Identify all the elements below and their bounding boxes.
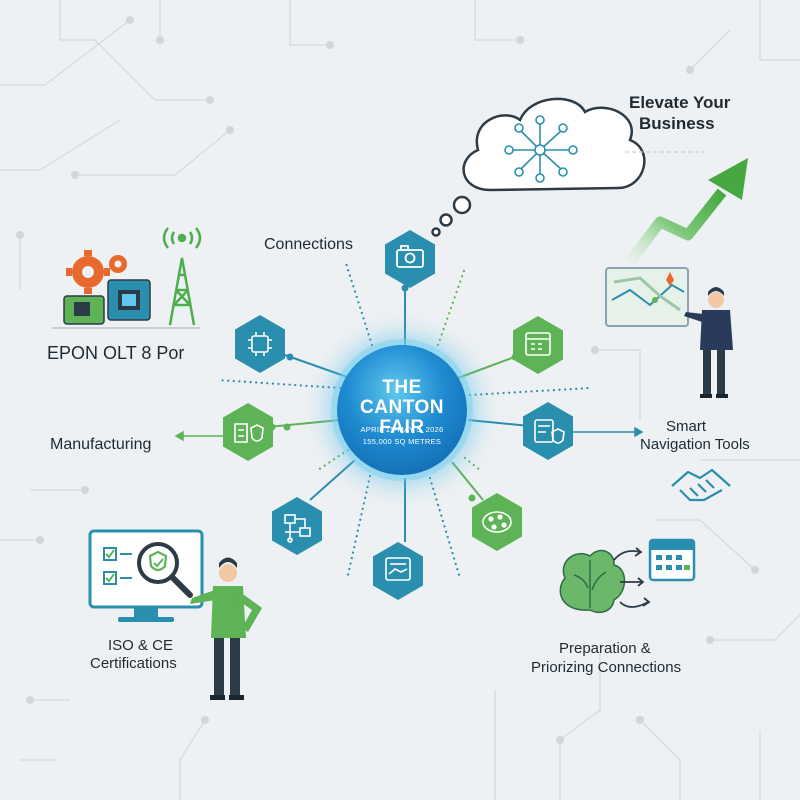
hex-node-left[interactable] [223, 403, 273, 461]
hex-node-top[interactable] [385, 230, 435, 288]
hub-title: THE CANTON FAIR [337, 378, 467, 438]
smart-nav-label-line2: Navigation Tools [640, 436, 750, 453]
canton-fair-hub[interactable]: THE CANTON FAIR APRIL 15-MAY 5, 2026 155… [337, 345, 467, 475]
brain-icon [559, 549, 626, 613]
hex-node-upper-right[interactable] [513, 316, 563, 374]
smart-nav-arrow [570, 426, 644, 438]
magnifier-shield-icon [137, 542, 193, 598]
circuit-board-node-icon [284, 514, 311, 543]
growth-arrow-icon [625, 158, 748, 266]
elevate-label-line2: Business [639, 114, 715, 133]
camera-icon [396, 245, 424, 268]
elevate-label-line1: Elevate Your [629, 93, 731, 112]
background-circuit-dots [16, 16, 759, 744]
cycle-arrows-icon [613, 547, 651, 608]
hub-title-line2: CANTON [360, 397, 444, 418]
hex-node-lower-left[interactable] [272, 497, 322, 555]
handshake-document-icon [385, 557, 411, 581]
checklist-shield-icon [534, 419, 565, 444]
smart-nav-label-line1: Smart [666, 418, 707, 435]
prep-label-line1: Preparation & [559, 640, 651, 657]
presenter-person [684, 287, 733, 398]
factory-shield-icon [234, 423, 264, 443]
antenna-tower-icon [162, 227, 202, 326]
circuit-board-icon [63, 279, 151, 325]
hub-title-line3: FAIR [379, 417, 425, 438]
hub-spokes [267, 285, 541, 542]
handshake-icon [671, 468, 731, 502]
manufacturing-label: Manufacturing [50, 436, 152, 453]
hex-node-right[interactable] [523, 402, 573, 460]
connections-label: Connections [264, 236, 353, 253]
calendar-node-icon [525, 332, 551, 356]
circuit-chip-icon [248, 332, 272, 356]
inspector-person [190, 557, 262, 700]
calendar-icon [648, 538, 696, 582]
hex-node-upper-left[interactable] [235, 315, 285, 373]
hub-title-line1: THE [382, 377, 422, 398]
hex-node-bottom[interactable] [373, 542, 423, 600]
hub-area: 155,000 SQ METRES [362, 437, 442, 446]
prep-label-line2: Priorizing Connections [531, 659, 682, 676]
hex-node-lower-right[interactable] [472, 493, 522, 551]
iso-label-line2: Certifications [90, 655, 177, 672]
map-board-icon [605, 267, 689, 327]
iso-label-line1: ISO & CE [108, 637, 174, 654]
network-hub-icon [504, 115, 578, 183]
manufacturing-arrow [174, 430, 224, 442]
gears-icon [66, 250, 127, 294]
network-blob-icon [482, 511, 512, 533]
thought-cloud [431, 97, 646, 237]
epon-label: EPON OLT 8 Por [47, 343, 185, 363]
hub-dotted-rays [216, 258, 592, 580]
hub-dates: APRIL 15-MAY 5, 2026 [360, 425, 444, 434]
